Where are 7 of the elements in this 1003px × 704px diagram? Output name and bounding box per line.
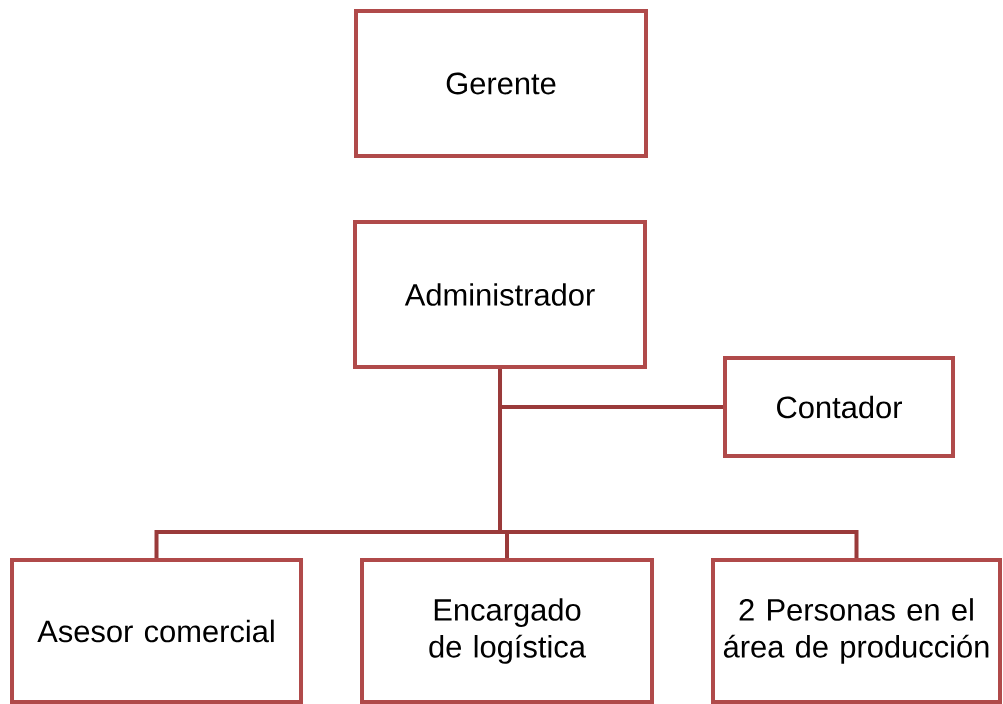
org-box: Asesor comercial: [10, 558, 303, 704]
connector-line: [498, 369, 859, 558]
org-box: 2 Personas en el área de producción: [711, 558, 1002, 704]
org-box: Gerente: [354, 9, 648, 158]
org-box: Administrador: [353, 220, 647, 369]
org-box: Contador: [723, 356, 955, 458]
org-box: Encargado de logística: [360, 558, 654, 704]
